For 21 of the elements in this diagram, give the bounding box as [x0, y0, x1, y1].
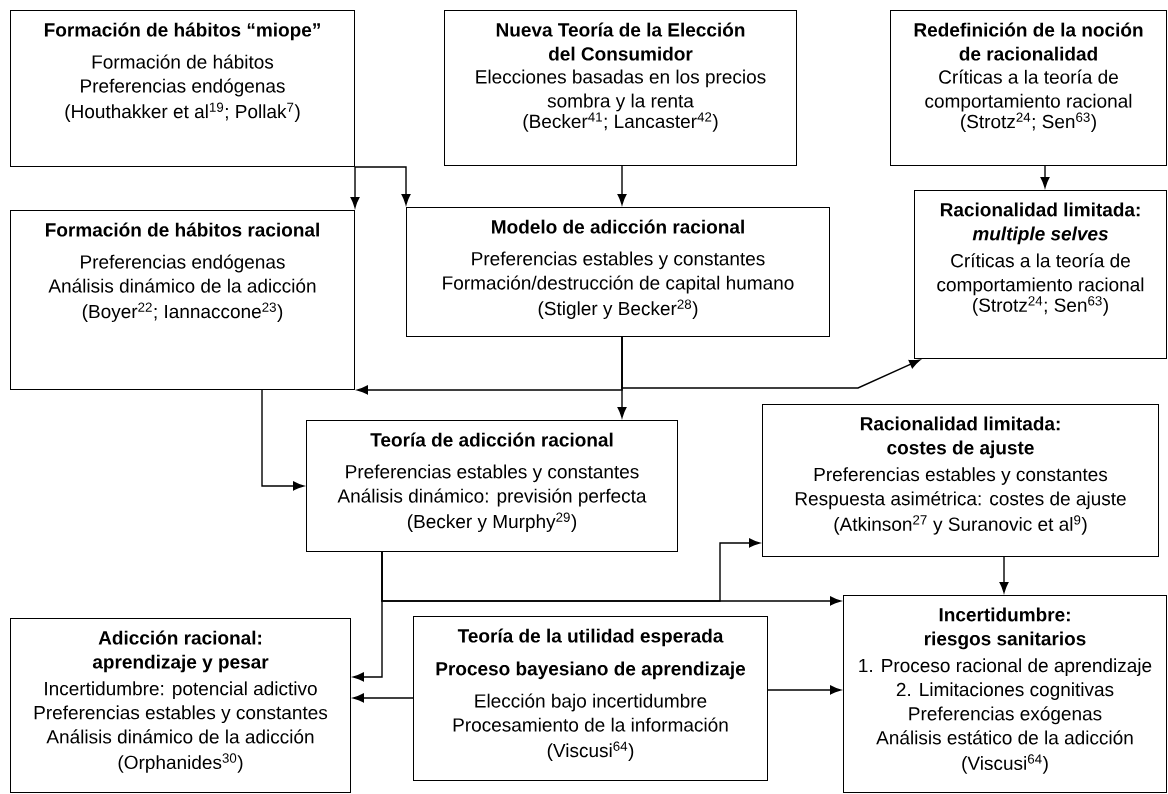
arrow — [617, 165, 627, 205]
arrow — [353, 693, 414, 703]
arrow — [999, 556, 1009, 593]
arrow — [767, 685, 841, 695]
concept-box: Adicción racional: aprendizaje y pesar Incertidumbre: potencial adictivo Preferencias estables y constantes Análisis dinámico de la adicción (Orphanides$^{30}$) — [10, 618, 351, 793]
concept-box: Teoría de adicción racional Preferencias estables y constantes Análisis dinámico: previsión perfecta (Becker y Murphy$^{29}$) — [306, 420, 678, 552]
concept-box: Formación de hábitos “miope” Formación de hábitos Preferencias endógenas (Houthakker et al$^{19}$; Pollak$^{7}$) — [10, 10, 355, 167]
concept-box: Nueva Teoría de la Elección del Consumidor Elecciones basadas en los precios sombra y la renta (Becker$^{41}$; Lancaster$^{42}$) — [444, 10, 797, 166]
arrow — [621, 336, 921, 389]
arrow — [261, 389, 304, 491]
concept-box: Racionalidad limitada: multiple selves Críticas a la teoría de comportamiento racional (Strotz$^{24}$; Sen$^{63}$) — [914, 190, 1167, 359]
concept-box: Teoría de la utilidad esperada Proceso bayesiano de aprendizaje Elección bajo incertidumbre Procesamiento de la información (Viscusi$^{64}$) — [413, 616, 768, 781]
arrow — [350, 166, 360, 208]
arrow — [354, 166, 411, 205]
arrow — [1040, 165, 1050, 188]
concept-box: Incertidumbre: riesgos sanitarios 1. Proceso racional de aprendizaje 2. Limitaciones cognitivas Preferencias exógenas Análisis estático de la adicción (Viscusi$^{64}$) — [843, 595, 1167, 793]
concept-box: Racionalidad limitada: costes de ajuste Preferencias estables y constantes Respuesta asimétrica: costes de ajuste (Atkinson$^{27}$ y Suranovic et al$^{9}$) — [762, 404, 1159, 557]
arrow — [381, 538, 760, 602]
concept-box: Redefinición de la noción de racionalidad Críticas a la teoría de comportamiento racional (Strotz$^{24}$; Sen$^{63}$) — [890, 10, 1167, 166]
concept-box: Modelo de adicción racional Preferencias estables y constantes Formación/destrucción de capital humano (Stigler y Becker$^{28}$) — [406, 207, 830, 337]
concept-box: Formación de hábitos racional Preferencias endógenas Análisis dinámico de la adicción (Boyer$^{22}$; Iannaccone$^{23}$) — [10, 210, 355, 390]
